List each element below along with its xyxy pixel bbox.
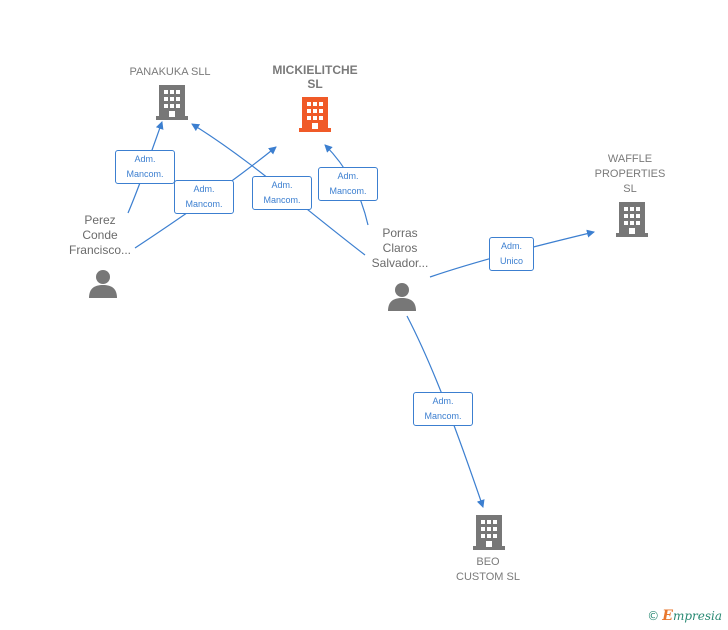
porras-name-line3: Salvador...: [371, 256, 429, 270]
edge-label-line2: Mancom.: [185, 199, 223, 209]
mickielitche-label[interactable]: MICKIELITCHE SL: [255, 63, 375, 91]
waffle-label[interactable]: WAFFLE PROPERTIES SL: [578, 152, 682, 197]
beo-label[interactable]: BEO CUSTOM SL: [438, 555, 538, 585]
porras-person-icon[interactable]: [387, 281, 417, 316]
edge-label-line1: Adm.: [271, 180, 293, 190]
edge-label-line1: Adm.: [193, 184, 215, 194]
edge-label-porras-beo[interactable]: Adm. Mancom.: [413, 392, 473, 426]
waffle-name-line2: PROPERTIES: [594, 168, 666, 180]
perez-name-line1: Perez: [84, 213, 116, 227]
porras-name-line2: Claros: [382, 241, 418, 255]
perez-person-icon[interactable]: [88, 268, 118, 303]
panakuka-label[interactable]: PANAKUKA SLL: [110, 66, 230, 79]
empresia-copyright: ©Empresia: [647, 608, 722, 624]
edge-label-line2: Mancom.: [424, 411, 462, 421]
waffle-name-line1: WAFFLE: [607, 153, 653, 165]
porras-label[interactable]: Porras Claros Salvador...: [350, 226, 450, 271]
beo-name-line1: BEO: [476, 556, 500, 568]
edge-label-perez-panakuka[interactable]: Adm. Mancom.: [115, 150, 175, 184]
edge-label-line1: Adm.: [134, 154, 156, 164]
edge-label-line1: Adm.: [432, 396, 454, 406]
beo-name-line2: CUSTOM SL: [456, 571, 520, 583]
edge-label-porras-panakuka[interactable]: Adm. Mancom.: [252, 176, 312, 210]
perez-name-line3: Francisco...: [68, 243, 131, 257]
edge-label-line2: Mancom.: [263, 195, 301, 205]
mickielitche-name-line1: MICKIELITCHE: [272, 63, 358, 77]
waffle-name-line3: SL: [623, 183, 637, 195]
beo-building-icon[interactable]: [473, 514, 505, 555]
mickielitche-name-line2: SL: [307, 77, 323, 91]
edge-label-line2: Unico: [499, 256, 523, 266]
edge-label-perez-mickielitche[interactable]: Adm. Mancom.: [174, 180, 234, 214]
perez-name-line2: Conde: [82, 228, 118, 242]
edge-label-porras-waffle[interactable]: Adm. Unico: [489, 237, 534, 271]
panakuka-name: PANAKUKA SLL: [129, 66, 211, 78]
edge-label-line2: Mancom.: [126, 169, 164, 179]
panakuka-building-icon[interactable]: [156, 84, 188, 125]
edge-label-porras-mickielitche[interactable]: Adm. Mancom.: [318, 167, 378, 201]
copyright-symbol: ©: [647, 609, 660, 623]
edge-label-line1: Adm.: [500, 241, 522, 251]
mickielitche-building-icon[interactable]: [299, 96, 331, 137]
brand-name: mpresia: [672, 609, 722, 623]
perez-label[interactable]: Perez Conde Francisco...: [50, 213, 150, 258]
edge-label-line1: Adm.: [337, 171, 359, 181]
brand-initial: E: [662, 608, 673, 624]
edge-label-line2: Mancom.: [329, 186, 367, 196]
waffle-building-icon[interactable]: [616, 201, 648, 242]
porras-name-line1: Porras: [382, 226, 418, 240]
